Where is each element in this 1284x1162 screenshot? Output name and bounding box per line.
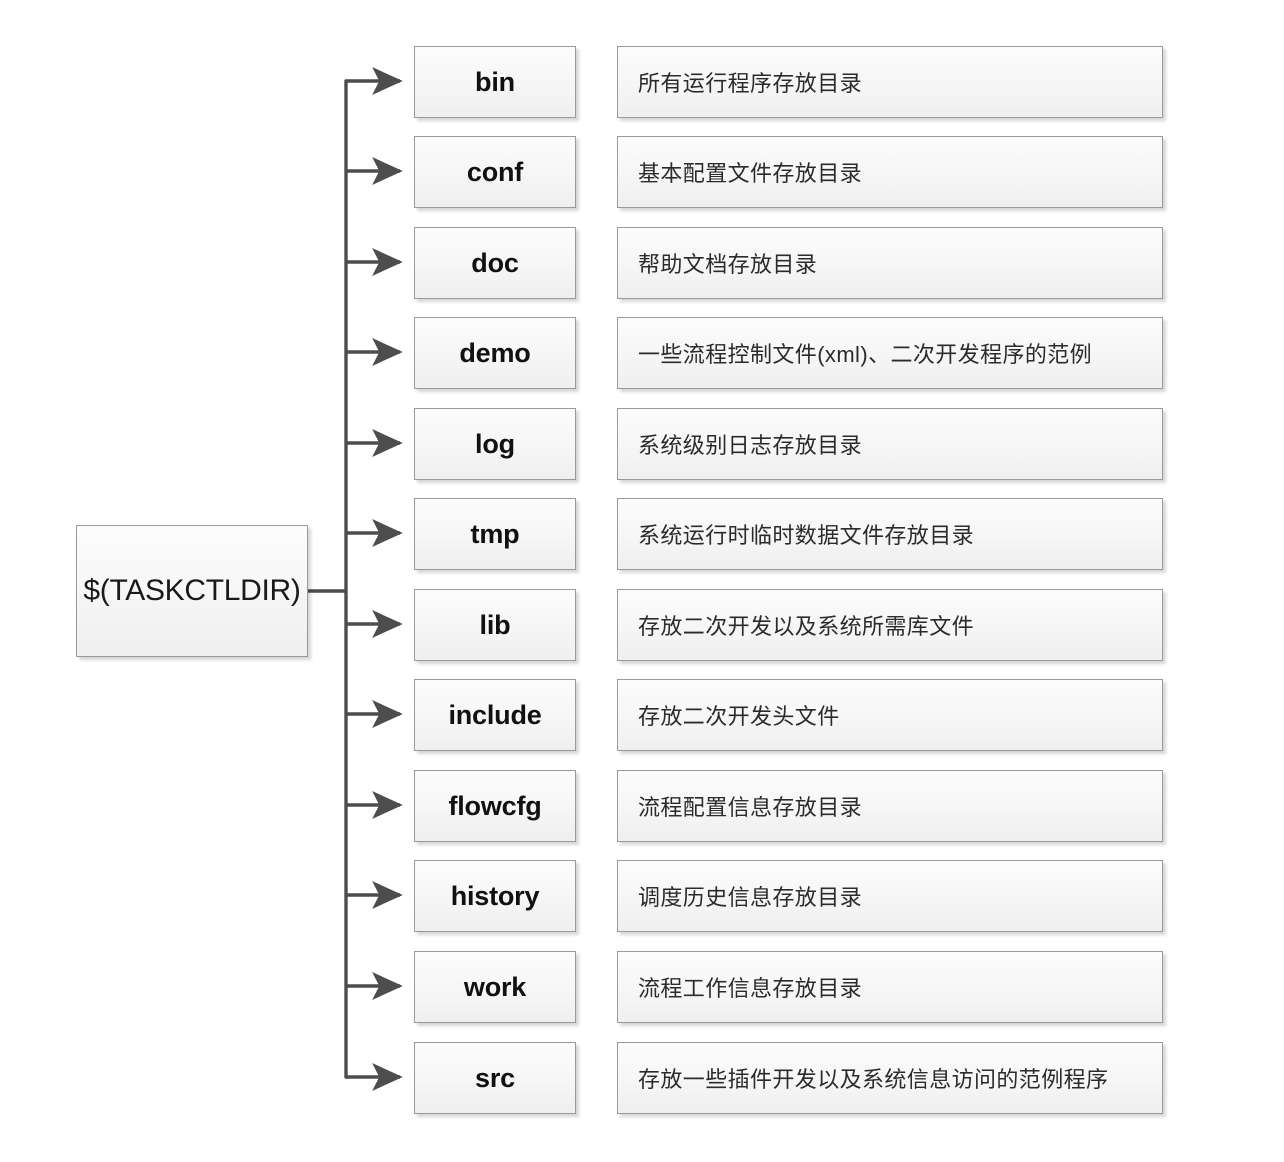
node-desc-label: 存放二次开发以及系统所需库文件: [638, 614, 975, 639]
node-name-tmp[interactable]: tmp: [414, 498, 576, 570]
node-name-lib[interactable]: lib: [414, 589, 576, 661]
node-desc-bin: 所有运行程序存放目录: [617, 46, 1163, 118]
node-name-bin[interactable]: bin: [414, 46, 576, 118]
node-name-label: demo: [459, 337, 531, 368]
node-desc-flowcfg: 流程配置信息存放目录: [617, 770, 1163, 842]
node-name-label: include: [448, 699, 542, 730]
node-desc-lib: 存放二次开发以及系统所需库文件: [617, 589, 1163, 661]
node-name-label: lib: [479, 609, 511, 640]
node-name-history[interactable]: history: [414, 860, 576, 932]
root-node[interactable]: $(TASKCTLDIR): [76, 525, 308, 657]
node-name-label: bin: [475, 66, 515, 97]
node-desc-include: 存放二次开发头文件: [617, 679, 1163, 751]
node-desc-label: 所有运行程序存放目录: [638, 71, 863, 96]
node-desc-label: 存放一些插件开发以及系统信息访问的范例程序: [638, 1067, 1109, 1092]
root-node-label: $(TASKCTLDIR): [83, 574, 301, 607]
node-desc-label: 帮助文档存放目录: [638, 252, 818, 277]
node-desc-label: 存放二次开发头文件: [638, 704, 840, 729]
node-name-label: flowcfg: [448, 790, 542, 821]
node-desc-tmp: 系统运行时临时数据文件存放目录: [617, 498, 1163, 570]
node-desc-conf: 基本配置文件存放目录: [617, 136, 1163, 208]
node-name-flowcfg[interactable]: flowcfg: [414, 770, 576, 842]
node-desc-log: 系统级别日志存放目录: [617, 408, 1163, 480]
node-name-label: tmp: [470, 518, 520, 549]
node-name-include[interactable]: include: [414, 679, 576, 751]
node-name-src[interactable]: src: [414, 1042, 576, 1114]
node-name-log[interactable]: log: [414, 408, 576, 480]
node-name-demo[interactable]: demo: [414, 317, 576, 389]
node-desc-label: 系统级别日志存放目录: [638, 433, 863, 458]
node-desc-work: 流程工作信息存放目录: [617, 951, 1163, 1023]
node-desc-history: 调度历史信息存放目录: [617, 860, 1163, 932]
node-name-label: log: [475, 428, 515, 459]
node-desc-label: 流程工作信息存放目录: [638, 976, 863, 1001]
node-desc-src: 存放一些插件开发以及系统信息访问的范例程序: [617, 1042, 1163, 1114]
node-name-label: conf: [466, 156, 524, 187]
node-name-label: history: [450, 880, 540, 911]
node-desc-label: 流程配置信息存放目录: [638, 795, 863, 820]
node-name-doc[interactable]: doc: [414, 227, 576, 299]
node-name-work[interactable]: work: [414, 951, 576, 1023]
node-desc-doc: 帮助文档存放目录: [617, 227, 1163, 299]
node-name-label: doc: [471, 247, 519, 278]
node-desc-label: 系统运行时临时数据文件存放目录: [638, 523, 975, 548]
node-desc-label: 调度历史信息存放目录: [638, 885, 863, 910]
node-name-label: src: [475, 1062, 515, 1093]
branch-arrows: [346, 67, 403, 1091]
node-name-conf[interactable]: conf: [414, 136, 576, 208]
node-name-label: work: [463, 971, 527, 1002]
node-desc-label: 一些流程控制文件(xml)、二次开发程序的范例: [638, 342, 1093, 367]
node-desc-label: 基本配置文件存放目录: [638, 161, 863, 186]
node-desc-demo: 一些流程控制文件(xml)、二次开发程序的范例: [617, 317, 1163, 389]
